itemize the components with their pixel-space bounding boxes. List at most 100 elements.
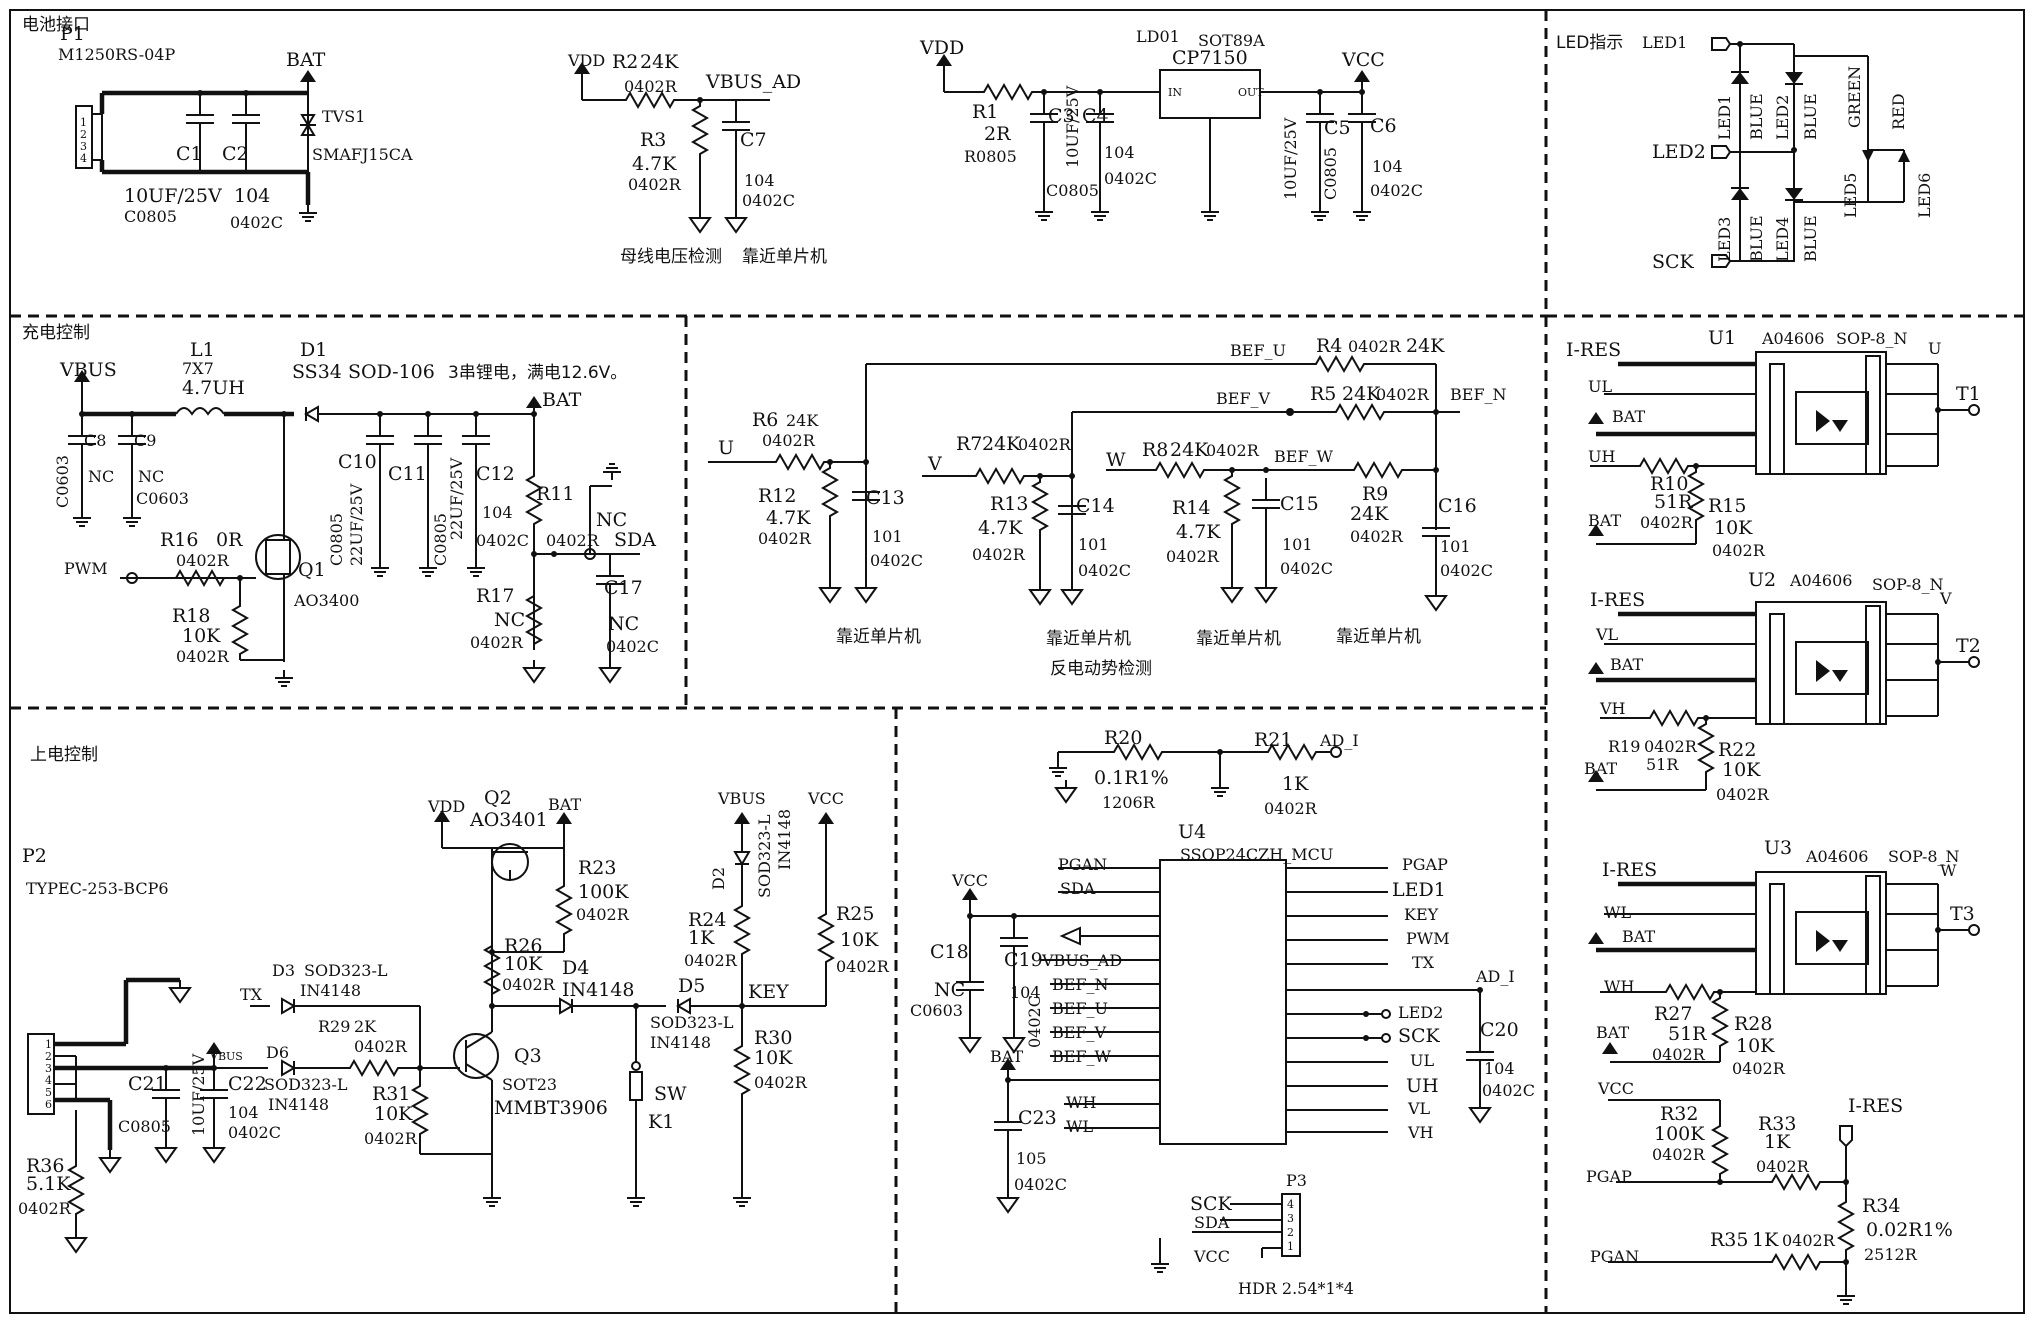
svg-text:C12: C12 [476,463,515,485]
svg-text:C0603: C0603 [910,1001,963,1020]
svg-text:C20: C20 [1480,1019,1519,1041]
svg-text:2: 2 [1287,1226,1294,1239]
svg-text:0402R: 0402R [470,633,524,652]
svg-text:UH: UH [1588,447,1615,466]
svg-text:0402C: 0402C [1104,169,1157,188]
svg-text:24K: 24K [1342,383,1381,405]
svg-text:SOD-106: SOD-106 [348,361,435,383]
svg-text:P2: P2 [22,845,47,867]
svg-text:V: V [927,453,942,475]
svg-text:105: 105 [1016,1149,1047,1168]
svg-text:靠近单片机: 靠近单片机 [1046,629,1131,649]
svg-text:BLUE: BLUE [1747,215,1766,262]
svg-text:R12: R12 [758,485,796,507]
svg-text:CP7150: CP7150 [1172,47,1248,69]
svg-text:104: 104 [1104,143,1135,162]
svg-text:0402R: 0402R [1712,541,1766,560]
svg-text:0402R: 0402R [1206,441,1260,460]
svg-text:22UF/25V: 22UF/25V [347,483,366,566]
svg-text:PGAP: PGAP [1402,855,1448,874]
svg-text:IN4148: IN4148 [650,1033,711,1052]
svg-text:K1: K1 [648,1111,674,1133]
led3-symbol [1730,187,1750,201]
bemf-detection: BEF_U R4 0402R 24K BEF_V R5 24K 0402R BE… [708,335,1507,679]
svg-text:SCK: SCK [1398,1025,1441,1047]
svg-text:BAT: BAT [1610,655,1643,674]
svg-text:MMBT3906: MMBT3906 [494,1097,608,1119]
svg-text:4: 4 [80,152,87,165]
svg-text:靠近单片机: 靠近单片机 [1336,627,1421,647]
svg-text:RED: RED [1889,93,1908,130]
svg-text:0402C: 0402C [1482,1081,1535,1100]
svg-text:R35: R35 [1710,1229,1748,1251]
svg-text:0402R: 0402R [1732,1059,1786,1078]
svg-text:AO3400: AO3400 [293,591,359,610]
svg-text:0402R: 0402R [18,1199,72,1218]
svg-text:U2: U2 [1748,569,1776,591]
svg-text:C0603: C0603 [53,455,72,508]
svg-text:TX: TX [1412,953,1435,972]
svg-text:0402R: 0402R [754,1073,808,1092]
svg-text:PGAN: PGAN [1590,1247,1639,1266]
svg-text:R30: R30 [754,1027,792,1049]
svg-text:Q2: Q2 [484,787,512,809]
svg-text:R25: R25 [836,903,874,925]
led1-net: LED1 [1642,33,1687,52]
svg-text:AD_I: AD_I [1319,731,1359,750]
svg-text:C3: C3 [1048,105,1075,127]
svg-text:NC: NC [138,467,164,486]
svg-text:0402R: 0402R [546,531,600,550]
svg-text:LED6: LED6 [1915,173,1934,218]
svg-text:10K: 10K [840,929,879,951]
svg-text:VBUS: VBUS [59,359,117,381]
svg-text:T1: T1 [1956,383,1981,405]
title-led: LED指示 [1556,33,1623,53]
svg-text:VCC: VCC [1193,1247,1230,1266]
svg-text:24K: 24K [786,411,819,430]
svg-text:SOP-8_N: SOP-8_N [1872,575,1944,594]
mcu-u4: R20 0.1R1% 1206R R21 1K 0402R AD_I U4 SS… [910,727,1535,1213]
svg-text:VL: VL [1595,625,1619,644]
svg-text:P3: P3 [1286,1171,1307,1190]
svg-text:0402R: 0402R [758,529,812,548]
svg-text:2: 2 [80,128,87,141]
svg-text:D3: D3 [272,961,295,980]
svg-text:IN: IN [1168,86,1182,99]
svg-text:5.1K: 5.1K [26,1173,71,1195]
svg-text:WL: WL [1604,903,1631,922]
svg-text:BAT: BAT [1622,927,1655,946]
led5-symbol [1862,150,1874,162]
svg-text:VBUS_AD: VBUS_AD [1041,951,1122,970]
svg-text:UL: UL [1410,1051,1434,1070]
svg-text:SSOP24CZH_MCU: SSOP24CZH_MCU [1180,845,1333,864]
svg-text:R23: R23 [578,857,616,879]
svg-text:SOP-8_N: SOP-8_N [1836,329,1908,348]
svg-text:IN4148: IN4148 [300,981,361,1000]
svg-text:IN4148: IN4148 [268,1095,329,1114]
svg-text:10K: 10K [1736,1035,1775,1057]
svg-text:BEF_V: BEF_V [1216,389,1271,408]
svg-text:R26: R26 [504,935,542,957]
svg-text:PWM: PWM [1406,929,1450,948]
svg-text:BAT: BAT [1588,511,1621,530]
svg-text:A04606: A04606 [1789,571,1852,590]
svg-text:NC: NC [494,609,525,631]
svg-text:4: 4 [45,1074,52,1087]
svg-text:0402R: 0402R [1640,513,1694,532]
svg-text:R24: R24 [688,909,726,931]
svg-text:R16: R16 [160,529,198,551]
svg-text:C15: C15 [1280,493,1319,515]
svg-text:LED3: LED3 [1715,217,1734,262]
svg-text:WH: WH [1066,1093,1096,1112]
svg-text:104: 104 [1010,983,1041,1002]
svg-text:C0805: C0805 [1321,147,1340,200]
svg-text:BAT: BAT [1612,407,1645,426]
svg-text:104: 104 [744,171,775,190]
svg-text:BEF_N: BEF_N [1450,385,1507,404]
svg-text:NC: NC [88,467,114,486]
svg-text:VDD: VDD [567,51,605,70]
svg-text:R6: R6 [752,409,778,431]
svg-text:0402C: 0402C [1280,559,1333,578]
svg-text:0.1R1%: 0.1R1% [1094,767,1169,789]
